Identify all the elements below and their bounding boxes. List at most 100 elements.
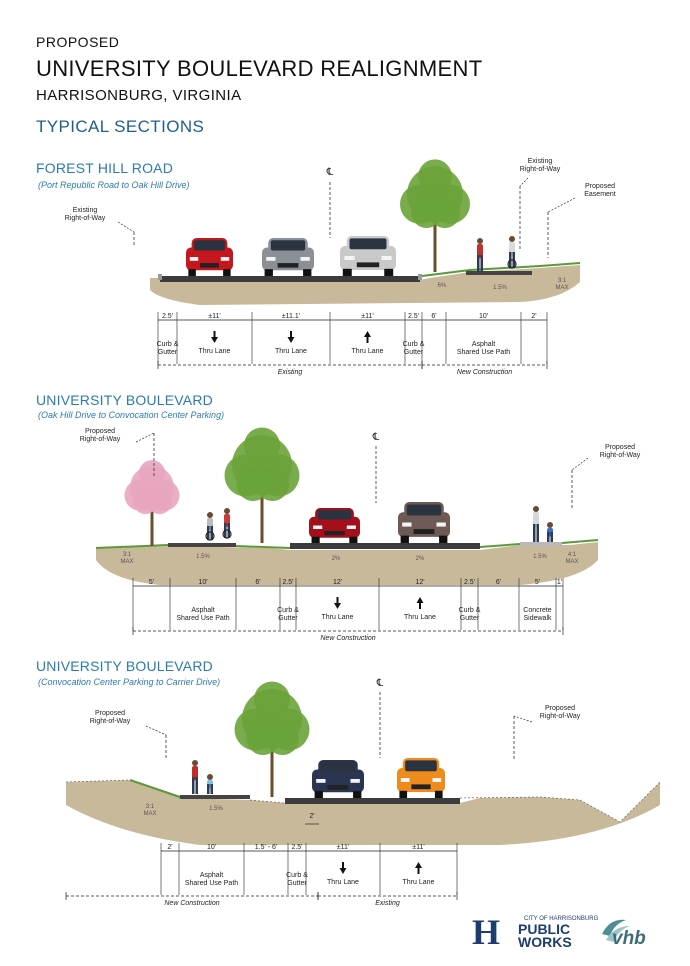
- s2-car-suv-wheel-l: [400, 535, 409, 543]
- s1-car-red: [186, 238, 233, 276]
- s2-grass: [95, 539, 599, 549]
- s3-pedestrian-child-leg-l: [207, 784, 210, 794]
- s0-construction-label-0: Existing: [278, 369, 303, 376]
- s2-pedestrian-adult: [533, 506, 539, 542]
- s3-pedestrian-child-head: [207, 774, 213, 780]
- header-proposed: PROPOSED: [36, 34, 120, 50]
- s2-dim-desc-5: Thru Lane: [403, 879, 435, 886]
- s3-pedestrian-adult-torso: [192, 766, 198, 781]
- s3-pedestrian-child: [207, 774, 213, 794]
- s1-pavement: [160, 276, 420, 282]
- s3-car-blue: [312, 760, 364, 798]
- s0-dim-desc-3: Thru Lane: [352, 348, 384, 355]
- s2-dim-width-4: ±11': [337, 844, 349, 851]
- s2-pedestrian-adult-leg-l: [533, 524, 536, 542]
- s1-car-gray-wheel-r: [303, 269, 312, 276]
- public-works-word-1: PUBLIC: [518, 921, 571, 937]
- s2-tree-leaf-5: [256, 468, 289, 501]
- s2-construction-label-1: Existing: [375, 900, 400, 907]
- s0-dim-width-0: 2.5': [162, 313, 173, 320]
- s2-car-suv-light-l: [402, 522, 412, 527]
- s1-dim-desc-3: Curb &Gutter: [277, 607, 299, 622]
- s3-pedestrian-child-leg-r: [210, 784, 213, 794]
- s1-lane-arrow-5: [416, 597, 424, 609]
- s2-tree-leaf-3: [244, 427, 280, 464]
- s1-car-silver-windshield: [349, 238, 387, 250]
- s1-easement-leader: [547, 197, 576, 213]
- s1-car-gray-light-l: [266, 257, 276, 261]
- s0-dim-width-6: 10': [479, 313, 488, 320]
- s2-car-red-grille: [324, 531, 345, 536]
- s3-car-blue-grille: [327, 785, 349, 790]
- s2-cyclist-2-bike-wheel: [222, 529, 232, 539]
- s2-lane-arrow-5: [415, 862, 422, 874]
- s1-car-red-windshield: [193, 240, 226, 251]
- s2-sidewalk: [520, 542, 562, 546]
- s3-soil: [66, 780, 660, 845]
- s3-path: [180, 795, 250, 799]
- s1-car-gray: [262, 238, 314, 276]
- s1-car-red-wheel-l: [188, 269, 196, 276]
- s3-pedestrian-adult-leg-l: [192, 777, 195, 794]
- s1-pedestrian: [477, 238, 483, 272]
- vhb-logo: vhb: [600, 914, 660, 950]
- s2-slope-1: 1.5%: [196, 554, 210, 560]
- s1-dim-desc-6: Curb &Gutter: [459, 607, 481, 622]
- public-works-logo: H CITY OF HARRISONBURG PUBLIC WORKS: [472, 914, 598, 950]
- s1-dim-width-0: 5': [149, 579, 154, 586]
- s2-cyclist-2-head: [224, 508, 230, 514]
- s3-car-orange: [397, 758, 445, 798]
- s3-grass: [129, 779, 181, 798]
- s2-row-right-leader: [571, 457, 589, 471]
- s1-slope-0: 6%: [438, 283, 447, 289]
- s0-dim-width-5: 6': [431, 313, 436, 320]
- s2-car-suv-grille: [413, 529, 435, 534]
- s3-pedestrian-adult: [192, 760, 198, 794]
- s0-lane-arrow-2: [287, 331, 295, 343]
- s1-dim-width-7: 6': [496, 579, 501, 586]
- s2-path: [168, 543, 236, 547]
- s2-cyclist-1: [205, 512, 215, 541]
- s2-redbud-tree-leaf-3: [138, 460, 166, 487]
- s0-lane-arrow-1: [211, 331, 218, 343]
- s3-car-orange-light-r: [432, 778, 442, 782]
- header-location: HARRISONBURG, VIRGINIA: [36, 87, 242, 104]
- s1-pedestrian-leg-r: [480, 255, 483, 272]
- s1-path: [466, 271, 532, 275]
- s2-dim-desc-3: Curb &Gutter: [286, 872, 308, 887]
- s2-construction-label-0: New Construction: [164, 900, 219, 907]
- s2-car-suv-wheel-r: [439, 535, 448, 543]
- s3-car-blue-windshield: [320, 762, 356, 773]
- s3-car-blue-light-l: [316, 779, 326, 783]
- s2-dim-width-2: 1.5' - 6': [255, 844, 278, 851]
- s2-pedestrian-child-leg-l: [547, 532, 550, 542]
- s0-dim-width-2: ±11.1': [282, 313, 300, 320]
- s3-tree: [234, 681, 310, 755]
- section-3-subtitle: (Convocation Center Parking to Carrier D…: [38, 677, 221, 687]
- s2-soil: [96, 542, 598, 585]
- s1-car-gray-grille: [277, 263, 299, 268]
- s1-dim-width-2: 6': [255, 579, 260, 586]
- s3-row-right-leader: [513, 715, 533, 723]
- s1-tree-leaf-5: [429, 197, 461, 229]
- s0-dim-desc-1: Thru Lane: [199, 348, 231, 355]
- s3-pedestrian-adult-leg-r: [195, 777, 198, 794]
- typical-sections-heading: TYPICAL SECTIONS: [36, 117, 205, 136]
- s1-dim-width-3: 2.5': [282, 579, 293, 586]
- s2-centerline-symbol: ℄: [372, 432, 380, 443]
- section-3-title: UNIVERSITY BOULEVARD: [36, 658, 213, 674]
- s2-car-red-wheel-r: [349, 536, 358, 543]
- s2-pedestrian-child-leg-r: [550, 532, 553, 542]
- s0-lane-arrow-3: [364, 331, 371, 343]
- s2-dim-width-1: 10': [207, 844, 216, 851]
- s1-slope-1: 1.5%: [493, 285, 507, 291]
- s2-pedestrian-adult-leg-r: [536, 524, 539, 542]
